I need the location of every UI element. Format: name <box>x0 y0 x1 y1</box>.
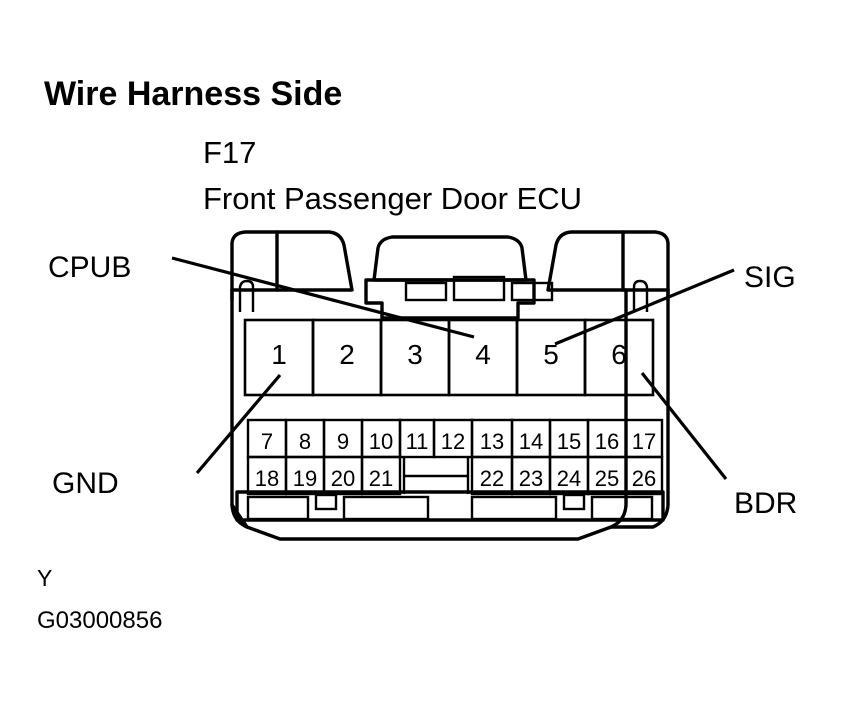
center-latch-upper <box>372 235 528 282</box>
right-clip-tab <box>632 279 649 312</box>
left-clip-tab <box>238 279 255 312</box>
pin-cavity-26 <box>624 455 664 496</box>
skirt-slot-4 <box>470 495 558 521</box>
pin-number-15: 15 <box>557 429 581 454</box>
leader-line-sig <box>554 268 735 346</box>
drawing-number: G03000856 <box>37 607 162 634</box>
left-shoulder-top <box>230 230 354 292</box>
pin-cavity-6 <box>583 318 655 397</box>
skirt-slot-5 <box>562 493 586 511</box>
center-latch-lower <box>364 278 536 320</box>
pin-number-6: 6 <box>611 339 627 370</box>
connector-code-label: F17 <box>203 135 256 170</box>
leader-line-bdr <box>640 372 728 480</box>
connector-body <box>230 230 670 541</box>
pin-number-11: 11 <box>406 429 429 454</box>
pin-number-2: 2 <box>339 339 355 370</box>
wire-color-mark: Y <box>37 565 52 591</box>
pin-number-26: 26 <box>632 466 656 491</box>
skirt-slot-3 <box>342 495 430 521</box>
pin-number-13: 13 <box>480 429 504 454</box>
pin-number-3: 3 <box>407 339 423 370</box>
latch-notch-right <box>510 281 554 302</box>
pin-number-18: 18 <box>255 466 279 491</box>
callout-label-gnd: GND <box>52 467 119 500</box>
left-shoulder <box>230 230 279 302</box>
pin-cavity-21 <box>360 455 402 496</box>
bottom-row-keyway <box>402 457 470 494</box>
skirt-slot-2 <box>314 493 338 511</box>
pin-number-14: 14 <box>519 429 543 454</box>
bottom-pin-row-left: 18 19 20 21 <box>246 455 402 496</box>
pin-number-19: 19 <box>293 466 317 491</box>
connector-name-label: Front Passenger Door ECU <box>203 181 582 216</box>
bottom-pin-row-right: 22 23 24 25 26 <box>470 455 664 496</box>
pin-number-24: 24 <box>557 466 581 491</box>
pin-number-20: 20 <box>331 466 355 491</box>
latch-notch-left <box>404 281 448 302</box>
callout-label-bdr: BDR <box>734 487 797 520</box>
middle-pin-row: 7 8 9 10 11 12 13 14 15 16 17 <box>246 418 664 459</box>
skirt-slot-1 <box>246 495 310 521</box>
pin-number-16: 16 <box>595 429 619 454</box>
connector-corner-left <box>230 503 249 529</box>
page-title: Wire Harness Side <box>44 75 342 113</box>
pin-number-9: 9 <box>337 429 349 454</box>
connector-outer-wall <box>230 288 628 541</box>
right-shoulder <box>621 230 670 302</box>
pin-number-8: 8 <box>299 429 311 454</box>
skirt-slot-6 <box>590 495 654 521</box>
pin-number-22: 22 <box>480 466 504 491</box>
pin-number-5: 5 <box>543 339 559 370</box>
pin-number-25: 25 <box>595 466 619 491</box>
pin-number-10: 10 <box>369 429 393 454</box>
callout-label-cpub: CPUB <box>48 251 131 284</box>
leader-line-cpub <box>171 256 475 339</box>
pin-number-1: 1 <box>271 339 287 370</box>
pin-number-21: 21 <box>369 466 393 491</box>
callout-label-sig: SIG <box>744 261 796 294</box>
right-shoulder-top <box>546 230 670 292</box>
pin-number-17: 17 <box>632 429 656 454</box>
pin-number-12: 12 <box>441 429 465 454</box>
pin-number-4: 4 <box>475 339 491 370</box>
leader-line-gnd <box>195 373 282 475</box>
latch-notch-center <box>452 275 506 302</box>
bottom-skirt <box>235 490 665 522</box>
pin-number-7: 7 <box>261 429 273 454</box>
pin-number-23: 23 <box>519 466 543 491</box>
top-pin-row: 1 2 3 4 5 6 <box>243 318 655 397</box>
